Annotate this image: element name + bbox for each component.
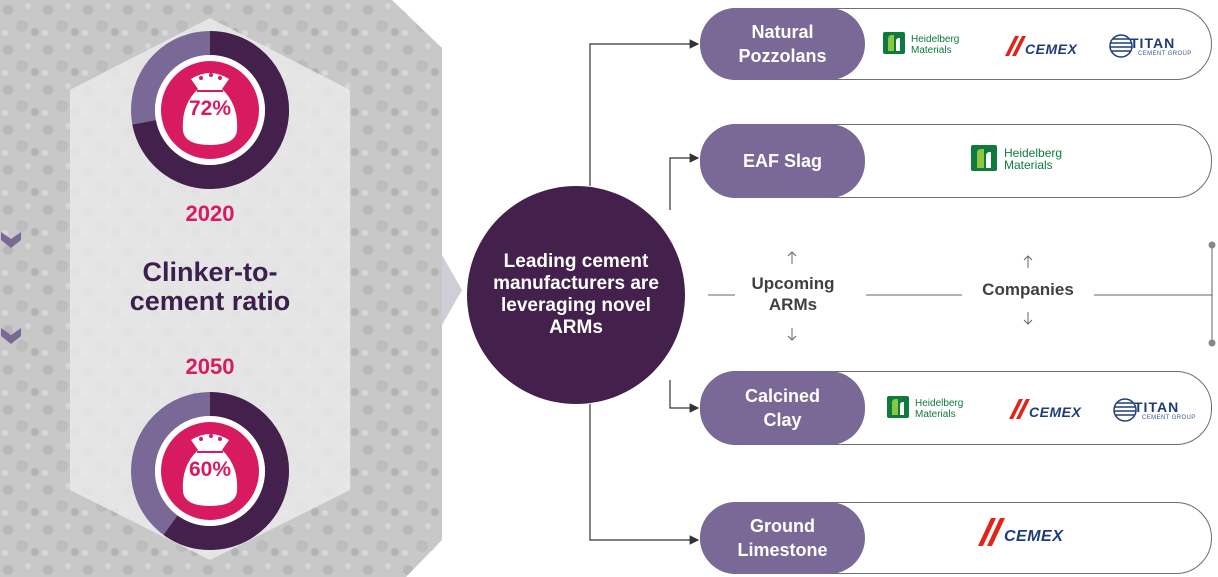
arm-label-eaf-slag: EAF Slag	[700, 124, 865, 198]
heidelberg-leaf-icon	[971, 145, 997, 171]
heidelberg-line2: Materials	[915, 409, 956, 420]
titan-wordmark: TITAN	[1134, 399, 1180, 415]
year-2050-label: 2050	[185, 354, 235, 379]
arm-label-line1: EAF Slag	[742, 151, 822, 171]
arm-label-calcined-clay: Calcined Clay	[700, 371, 865, 445]
arm-label-natural-pozzolans: Natural Pozzolans	[700, 8, 865, 80]
heidelberg-materials-logo: Heidelberg Materials	[882, 31, 972, 59]
legend-upcoming-line1: Upcoming	[751, 274, 835, 293]
year-2020-label: 2020	[185, 201, 235, 226]
sack-icon	[182, 73, 238, 145]
panel-background	[0, 0, 462, 577]
cemex-wordmark: CEMEX	[1004, 528, 1064, 545]
clinker-ratio-panel: 72% 2020 Clinker-to- cement ratio 2050 6…	[0, 0, 462, 577]
chevron-down-icon	[1, 328, 21, 344]
arm-label-ground-limestone: Ground Limestone	[700, 502, 865, 574]
ratio-title-line2: cement ratio	[129, 286, 291, 316]
hub-text: Leading cement manufacturers are leverag…	[493, 251, 659, 338]
clinker-ratio-title: Clinker-to- cement ratio	[100, 258, 320, 316]
cemex-stripes-icon	[1009, 399, 1030, 419]
cemex-logo: CEMEX	[1003, 34, 1083, 60]
heidelberg-line2: Materials	[1004, 158, 1053, 172]
cemex-wordmark: CEMEX	[1025, 41, 1078, 57]
ratio-title-line1: Clinker-to-	[142, 257, 278, 287]
heidelberg-line2: Materials	[911, 45, 952, 56]
heidelberg-line1: Heidelberg	[1004, 146, 1063, 160]
donut-value-2020: 72%	[188, 97, 232, 120]
arm-label-line1: Calcined	[744, 386, 821, 406]
arm-label-line1: Natural	[751, 22, 814, 42]
cemex-logo: CEMEX	[1007, 397, 1087, 423]
arm-label-line2: Clay	[763, 410, 802, 430]
chevron-down-icon	[1, 232, 21, 248]
titan-globe-icon	[1113, 398, 1137, 422]
heidelberg-line1: Heidelberg	[915, 398, 964, 409]
titan-wordmark: TITAN	[1130, 35, 1176, 51]
arm-label-line1: Ground	[750, 516, 815, 536]
cemex-wordmark: CEMEX	[1029, 404, 1082, 420]
titan-cement-logo: TITAN CEMENT GROUP	[1108, 33, 1198, 61]
heidelberg-leaf-icon	[883, 32, 905, 54]
cemex-stripes-icon	[1005, 36, 1026, 56]
donut-value-2050: 60%	[188, 458, 232, 481]
legend-upcoming-line2: ARMs	[768, 295, 818, 314]
arm-label-line2: Limestone	[737, 540, 828, 560]
titan-subtitle: CEMENT GROUP	[1142, 415, 1196, 421]
legend-upcoming-arms: Upcoming ARMs	[735, 273, 851, 315]
heidelberg-materials-logo: Heidelberg Materials	[970, 144, 1080, 174]
heidelberg-materials-logo: Heidelberg Materials	[886, 395, 976, 423]
titan-subtitle: CEMENT GROUP	[1138, 51, 1192, 57]
sack-icon	[182, 434, 238, 506]
legend-companies: Companies	[982, 280, 1074, 299]
heidelberg-line1: Heidelberg	[911, 34, 960, 45]
titan-cement-logo: TITAN CEMENT GROUP	[1112, 397, 1202, 425]
heidelberg-leaf-icon	[887, 396, 909, 418]
arm-label-line2: Pozzolans	[738, 46, 827, 66]
donut-chart-2050: 60%	[131, 392, 289, 550]
donut-chart-2020: 72%	[131, 31, 289, 189]
central-hub-circle: Leading cement manufacturers are leverag…	[467, 186, 685, 404]
cemex-logo: CEMEX	[976, 516, 1076, 550]
titan-globe-icon	[1109, 34, 1133, 58]
cemex-stripes-icon	[978, 518, 1005, 546]
